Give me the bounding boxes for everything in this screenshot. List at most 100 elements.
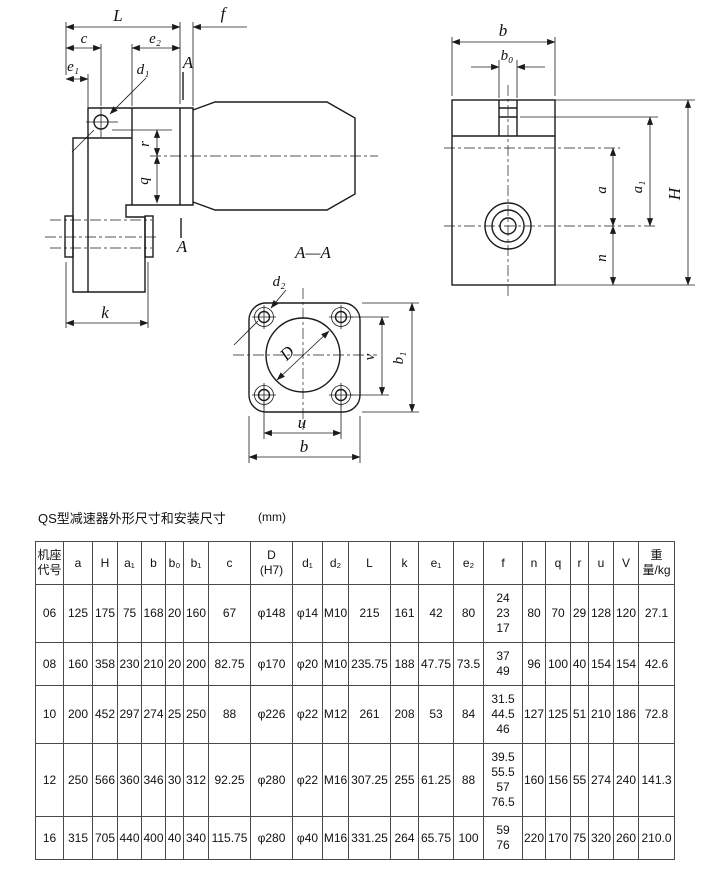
value-cell: 40 [570, 642, 589, 686]
dim-label-e1: e₁ [67, 59, 79, 75]
value-cell: 297 [117, 685, 142, 744]
dim-label-n: n [594, 254, 610, 262]
value-cell: 331.25 [348, 816, 391, 860]
value-cell: 20 [165, 584, 184, 643]
dim-label-f: f [221, 4, 228, 23]
value-cell: 210.0 [638, 816, 675, 860]
dim-label-c: c [81, 31, 88, 47]
flange-outline [248, 302, 361, 413]
value-cell: 53 [418, 685, 454, 744]
value-cell: 186 [613, 685, 639, 744]
output-shaft-bore [484, 202, 532, 250]
dim-label-L: L [112, 6, 122, 25]
value-cell: 73.5 [453, 642, 484, 686]
value-cell: 235.75 [348, 642, 391, 686]
value-cell: φ148 [250, 584, 293, 643]
value-cell: 208 [390, 685, 419, 744]
dim-label-b-top: b [499, 21, 508, 40]
value-cell: 100 [453, 816, 484, 860]
value-cell: 80 [453, 584, 484, 643]
value-cell: 42 [418, 584, 454, 643]
bearing-boss-right [144, 215, 154, 258]
value-cell: 160 [183, 584, 209, 643]
value-cell: φ280 [250, 816, 293, 860]
value-cell: 100 [545, 642, 571, 686]
value-cell: 261 [348, 685, 391, 744]
value-cell: φ22 [292, 685, 323, 744]
value-cell: 315 [63, 816, 93, 860]
value-cell: 358 [92, 642, 118, 686]
section-letter-bottom: A [176, 237, 188, 256]
value-cell: 141.3 [638, 743, 675, 817]
column-header: V [613, 541, 639, 585]
value-cell: 115.75 [208, 816, 251, 860]
value-cell: φ20 [292, 642, 323, 686]
section-letter-top: A [182, 53, 194, 72]
column-header: b₁ [183, 541, 209, 585]
value-cell: 24 23 17 [483, 584, 523, 643]
value-cell: 240 [613, 743, 639, 817]
dim-label-a: a [594, 186, 610, 194]
value-cell: 30 [165, 743, 184, 817]
dim-label-b-flange: b [300, 437, 309, 456]
dim-label-a1: a₁ [630, 181, 646, 194]
value-cell: 20 [165, 642, 184, 686]
value-cell: 31.5 44.5 46 [483, 685, 523, 744]
value-cell: 70 [545, 584, 571, 643]
technical-drawing: L f c e₂ e₁ d₁ A A r q k [45, 4, 695, 463]
value-cell: 127 [522, 685, 546, 744]
value-cell: 96 [522, 642, 546, 686]
value-cell: 72.8 [638, 685, 675, 744]
value-cell: 346 [141, 743, 166, 817]
value-cell: 156 [545, 743, 571, 817]
left-view: L f c e₂ e₁ d₁ A A r q k [45, 4, 378, 328]
dim-label-d2: d₂ [273, 274, 286, 290]
value-cell: 120 [613, 584, 639, 643]
value-cell: 360 [117, 743, 142, 817]
column-header: D (H7) [250, 541, 293, 585]
value-cell: 128 [588, 584, 614, 643]
frame-code-cell: 16 [35, 816, 64, 860]
value-cell: 42.6 [638, 642, 675, 686]
housing-outline [72, 107, 194, 293]
value-cell: 188 [390, 642, 419, 686]
value-cell: 175 [92, 584, 118, 643]
value-cell: 307.25 [348, 743, 391, 817]
value-cell: 59 76 [483, 816, 523, 860]
value-cell: 125 [63, 584, 93, 643]
frame-code-cell: 08 [35, 642, 64, 686]
column-header: b₀ [165, 541, 184, 585]
value-cell: 125 [545, 685, 571, 744]
section-view: A—A D d₂ v [233, 243, 419, 463]
column-header: r [570, 541, 589, 585]
column-header: c [208, 541, 251, 585]
dim-label-v: v [362, 353, 378, 360]
column-header: e₁ [418, 541, 454, 585]
value-cell: 274 [141, 685, 166, 744]
value-cell: φ170 [250, 642, 293, 686]
column-header: e₂ [453, 541, 484, 585]
value-cell: 170 [545, 816, 571, 860]
column-header: 机座 代号 [35, 541, 64, 585]
dim-label-u: u [298, 413, 307, 432]
value-cell: M16 [322, 743, 349, 817]
dim-label-r: r [137, 141, 153, 147]
value-cell: 250 [183, 685, 209, 744]
column-header: d₂ [322, 541, 349, 585]
value-cell: 160 [63, 642, 93, 686]
value-cell: 210 [588, 685, 614, 744]
value-cell: 84 [453, 685, 484, 744]
value-cell: 47.75 [418, 642, 454, 686]
column-header: d₁ [292, 541, 323, 585]
dim-label-q: q [136, 177, 152, 185]
value-cell: 161 [390, 584, 419, 643]
column-header: b [141, 541, 166, 585]
value-cell: 154 [588, 642, 614, 686]
right-view: b b₀ a a₁ H n [444, 21, 695, 297]
